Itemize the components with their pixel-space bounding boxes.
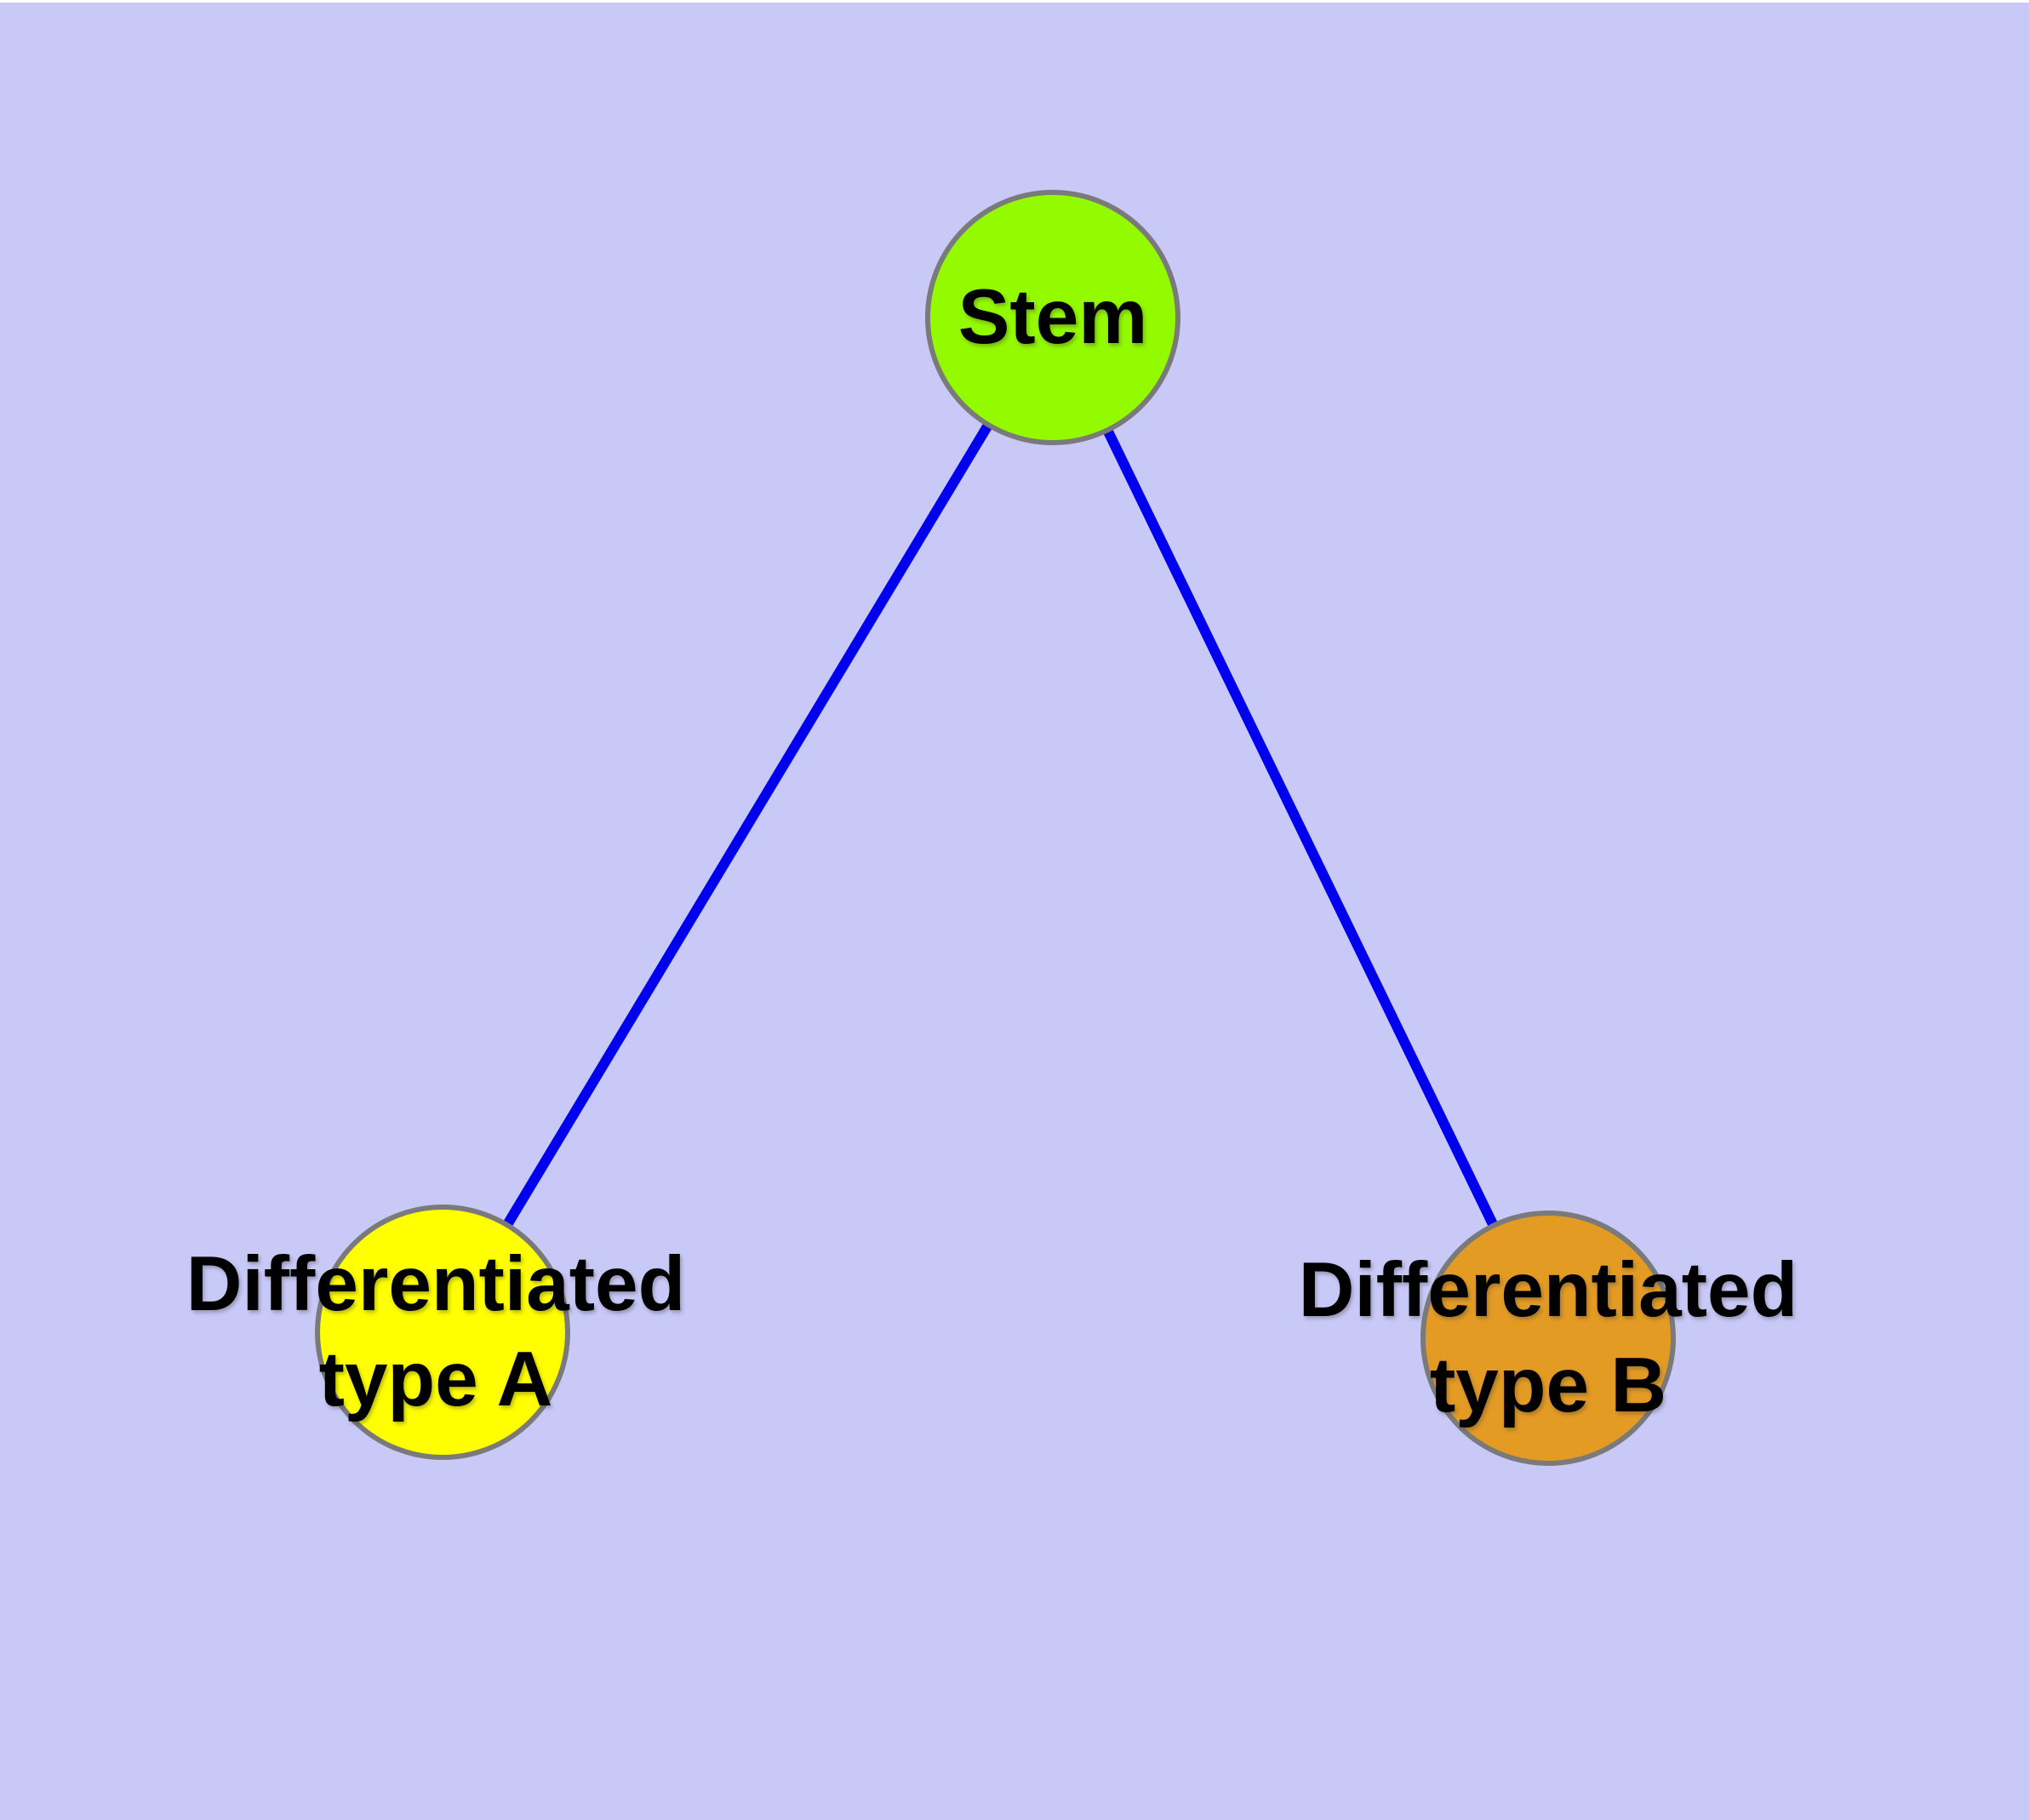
edge-stem-to-type-b [1048, 315, 1553, 1341]
node-type-a-label-line2: type A [318, 1336, 553, 1422]
node-type-a-label: Differentiated type A [186, 1237, 686, 1428]
node-stem-label-text: Stem [957, 274, 1148, 360]
node-stem-label: Stem [958, 270, 1148, 365]
node-type-a-circle [315, 1205, 570, 1460]
node-type-b-label-line1: Differentiated [1298, 1247, 1798, 1333]
node-type-a-label-line1: Differentiated [186, 1241, 686, 1327]
node-type-b-label-line2: type B [1429, 1342, 1667, 1428]
node-stem-circle [925, 190, 1180, 445]
edge-stem-to-type-a [437, 314, 1058, 1336]
top-edge-strip [0, 0, 2029, 3]
node-type-b-circle [1420, 1210, 1676, 1466]
node-type-b-label: Differentiated type B [1299, 1243, 1798, 1434]
